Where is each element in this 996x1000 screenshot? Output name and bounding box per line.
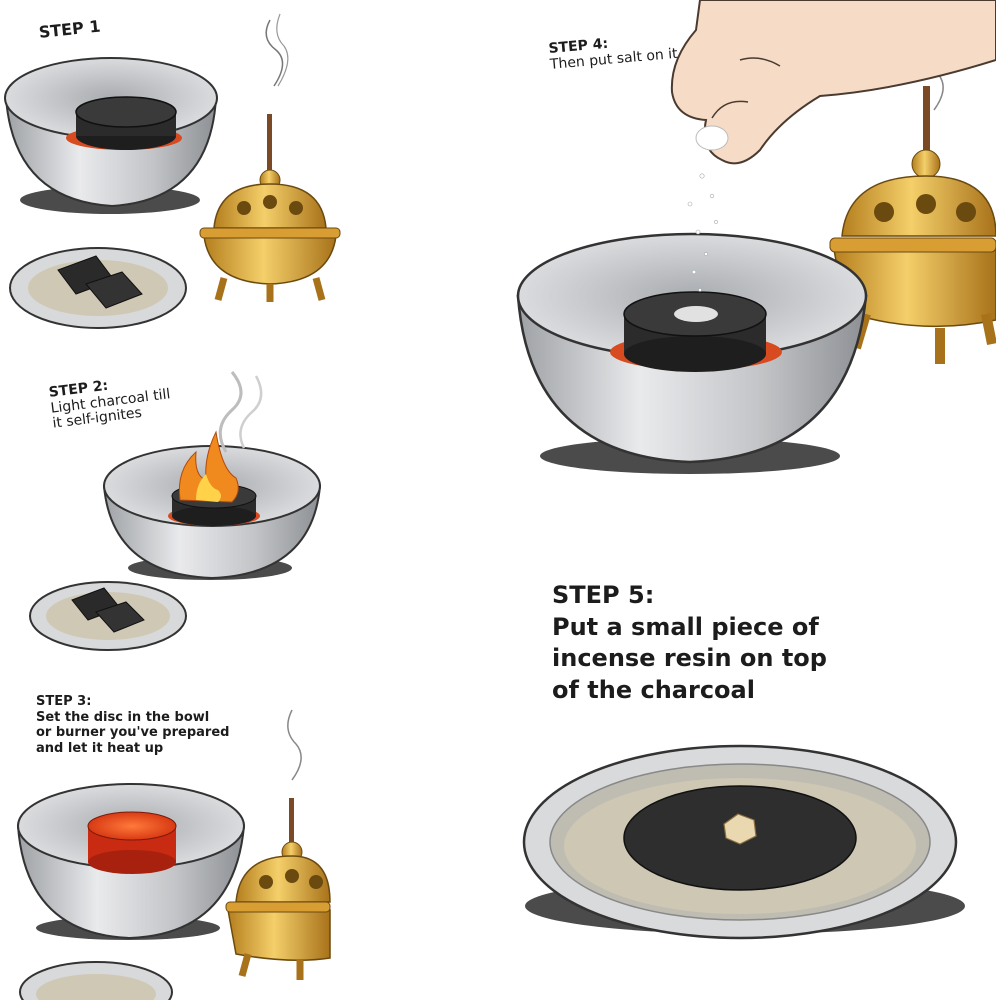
- saucer-icon: [19, 961, 173, 1000]
- step-text: or burner you've prepared: [36, 725, 230, 741]
- step1-art: [4, 13, 341, 329]
- step-text: of the charcoal: [552, 676, 755, 705]
- smoke-icon: [218, 371, 263, 453]
- step-title: STEP 3:: [36, 694, 92, 709]
- hand-icon: [670, 0, 996, 165]
- step-title: STEP 5:: [552, 581, 655, 609]
- brass-censer-icon: [225, 709, 331, 980]
- charcoal-disc-icon: [87, 811, 177, 874]
- step5-art: [522, 744, 965, 940]
- step-text: and let it heat up: [36, 740, 164, 756]
- step-text: incense resin on top: [552, 644, 827, 673]
- salt-grains: [687, 173, 718, 292]
- charcoal-disc-icon: [623, 291, 767, 372]
- step3-art: [16, 709, 331, 1000]
- flame-icon: [178, 430, 239, 503]
- saucer-icon: [29, 581, 187, 651]
- step2-art: [29, 371, 322, 651]
- resin-icon: [723, 813, 757, 845]
- brass-censer-icon: [199, 13, 341, 302]
- step3-label: STEP 3: Set the disc in the bowl or burn…: [36, 694, 229, 756]
- saucer-icon: [9, 247, 187, 329]
- step5-label: STEP 5: Put a small piece of incense res…: [552, 580, 827, 707]
- brass-censer-icon: [829, 39, 996, 364]
- step4-art: [516, 0, 996, 474]
- step-text: Put a small piece of: [552, 612, 819, 641]
- charcoal-disc-icon: [75, 96, 177, 150]
- step-text: Set the disc in the bowl: [36, 709, 210, 725]
